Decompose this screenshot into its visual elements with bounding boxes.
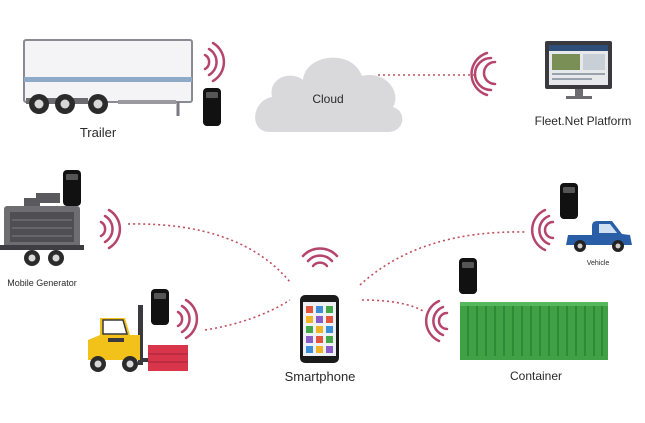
cloud-icon (255, 57, 403, 132)
connector-container-smartphone (361, 299, 426, 313)
vehicle-label: Vehicle (587, 260, 610, 267)
signal-icon (424, 299, 449, 343)
tracker-icon (63, 170, 81, 206)
signal-icon (99, 208, 122, 250)
connector-vehicle-smartphone (359, 231, 526, 286)
shipping-container-icon (460, 302, 608, 360)
truck-icon (566, 221, 632, 252)
platform-node: Fleet.Net Platform (470, 41, 632, 128)
vehicle-node: Vehicle (530, 183, 632, 267)
smartphone-node: Smartphone (285, 247, 356, 384)
trailer-node: Trailer (23, 39, 226, 140)
container-label: Container (510, 369, 562, 383)
forklift-icon (88, 305, 161, 372)
cloud-node: Cloud (255, 57, 403, 132)
signal-icon (470, 51, 497, 97)
trailer-icon (23, 39, 193, 116)
generator-label: Mobile Generator (7, 278, 77, 288)
trailer-label: Trailer (80, 125, 117, 140)
pallet-icon (148, 345, 188, 371)
generator-icon (0, 193, 84, 266)
connector-generator-smartphone (127, 223, 291, 283)
smartphone-label: Smartphone (285, 369, 356, 384)
signal-icon (530, 208, 555, 252)
tracker-icon (560, 183, 578, 219)
container-node: Container (424, 258, 608, 383)
smartphone-icon (300, 295, 339, 363)
signal-icon (176, 298, 199, 340)
platform-label: Fleet.Net Platform (535, 114, 632, 128)
cloud-label: Cloud (312, 92, 343, 106)
tracker-icon (459, 258, 477, 294)
signal-icon (301, 247, 339, 268)
monitor-icon (545, 41, 612, 99)
forklift-node (88, 289, 199, 372)
tracker-icon (151, 289, 169, 325)
tracker-icon (203, 88, 221, 126)
generator-node: Mobile Generator (0, 170, 122, 288)
connectors (127, 74, 526, 331)
connector-forklift-smartphone (204, 299, 291, 331)
signal-icon (203, 41, 226, 83)
